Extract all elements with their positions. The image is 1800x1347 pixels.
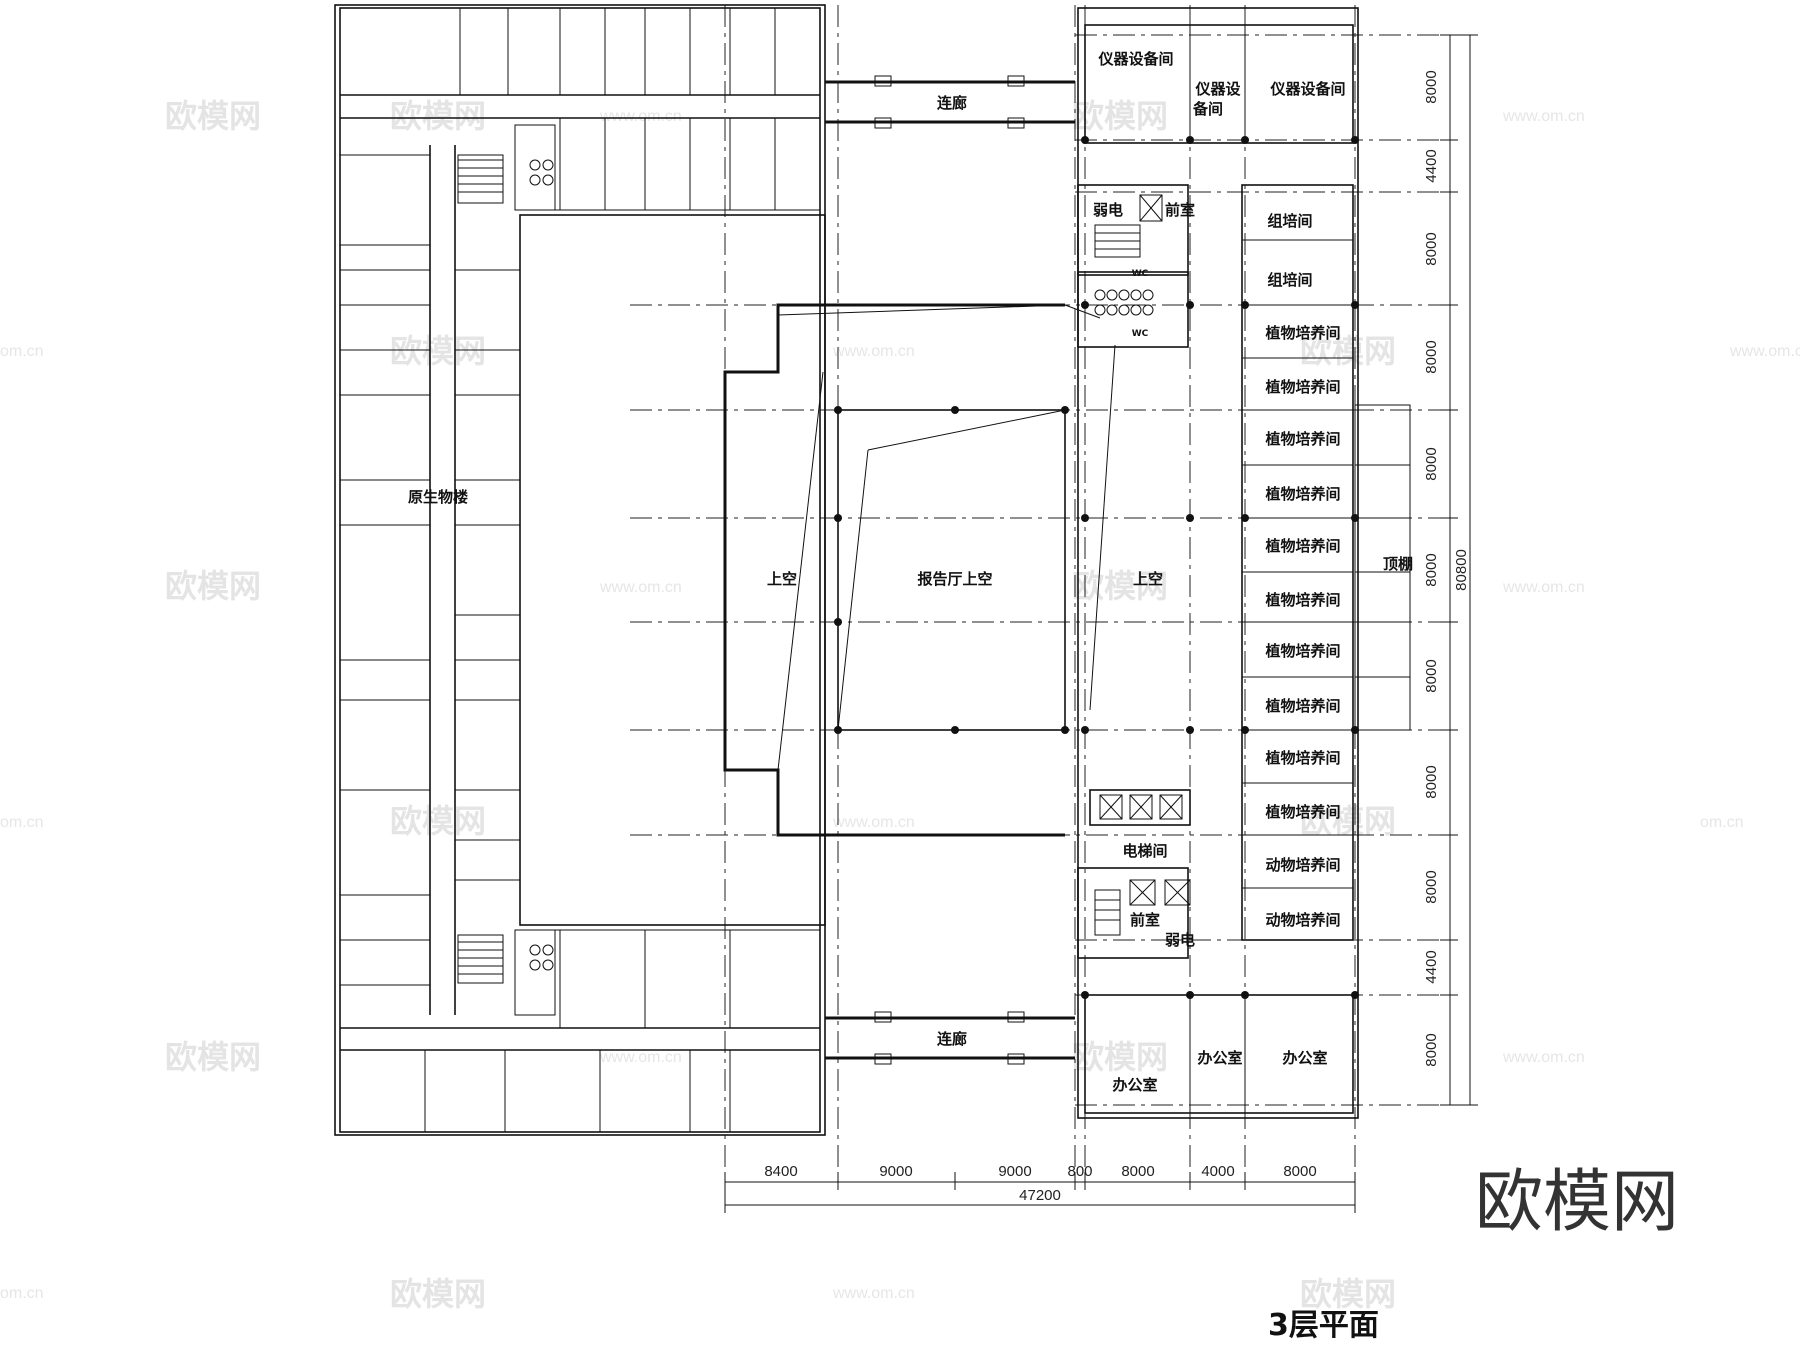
room-label-animal-culture-1: 动物培养间 (1265, 856, 1340, 874)
dim-right-7: 8000 (1423, 659, 1440, 692)
dim-bottom-7: 8000 (1283, 1163, 1316, 1180)
watermark-url: www.om.cn (1502, 579, 1585, 596)
dim-bottom-2: 9000 (879, 1163, 912, 1180)
watermark-brand: 欧模网 (165, 567, 261, 605)
dim-right-2: 4400 (1423, 149, 1440, 182)
watermark-brand: 欧模网 (1300, 332, 1396, 370)
watermark-url: www.om.cn (599, 579, 682, 596)
drawing-title: 3层平面 (1268, 1308, 1379, 1343)
watermark-url: om.cn (1700, 814, 1744, 831)
watermark-url: om.cn (0, 1285, 44, 1302)
dim-right-8: 8000 (1423, 765, 1440, 798)
watermark-url: www.om.cn (1502, 108, 1585, 125)
room-label-anteroom-south: 前室 (1130, 911, 1160, 929)
dim-right-3: 8000 (1423, 232, 1440, 265)
room-label-lecture-hall-void: 报告厅上空 (917, 570, 992, 588)
watermark-url: www.om.cn (832, 814, 915, 831)
dim-right-4: 8000 (1423, 340, 1440, 373)
watermark-brand: 欧模网 (1072, 567, 1168, 605)
watermark-url: om.cn (0, 814, 44, 831)
east-wing: 仪器设备间 仪器设 备间 仪器设备间 弱电 前室 WC WC 组培间 组培间 植… (1077, 7, 1413, 1119)
room-label-office-3: 办公室 (1282, 1049, 1327, 1067)
room-label-plant-culture-3: 植物培养间 (1265, 430, 1340, 448)
room-label-plant-culture-10: 植物培养间 (1265, 803, 1340, 821)
dim-bottom-total: 47200 (1019, 1187, 1061, 1204)
room-label-weak-current-north: 弱电 (1093, 201, 1123, 219)
room-label-plant-culture-4: 植物培养间 (1265, 485, 1340, 503)
watermark-brand: 欧模网 (1072, 1038, 1168, 1076)
watermark-brand: 欧模网 (390, 1275, 486, 1313)
dim-bottom-1: 8400 (764, 1163, 797, 1180)
dim-right-6: 8000 (1423, 553, 1440, 586)
room-label-tissue-culture-1: 组培间 (1267, 212, 1312, 230)
room-label-plant-culture-1: 植物培养间 (1265, 324, 1340, 342)
room-label-wc-1: WC (1132, 269, 1149, 279)
room-label-instrument-3: 仪器设备间 (1269, 80, 1345, 98)
room-label-south-corridor: 连廊 (937, 1030, 967, 1048)
room-label-plant-culture-5: 植物培养间 (1265, 537, 1340, 555)
room-label-plant-culture-8: 植物培养间 (1265, 697, 1340, 715)
watermark-brand: 欧模网 (1300, 802, 1396, 840)
room-label-office-1: 办公室 (1112, 1076, 1157, 1094)
dim-bottom-4: 800 (1067, 1163, 1092, 1180)
watermark-brand: 欧模网 (1072, 97, 1168, 135)
watermark-brand: 欧模网 (390, 332, 486, 370)
room-label-void-east: 上空 (1133, 570, 1163, 588)
room-label-plant-culture-2: 植物培养间 (1265, 378, 1340, 396)
room-label-office-2: 办公室 (1197, 1049, 1242, 1067)
west-wing: 原生物楼 (334, 4, 826, 1136)
watermark-url: www.om.cn (599, 1049, 682, 1066)
watermark-url: om.cn (0, 343, 44, 360)
room-label-instrument-2b: 备间 (1192, 100, 1223, 118)
north-corridor: 连廊 (825, 75, 1075, 129)
watermark-url: www.om.cn (1502, 1049, 1585, 1066)
room-label-wc-2: WC (1132, 329, 1149, 339)
watermark-brand: 欧模网 (390, 802, 486, 840)
room-label-weak-current-south: 弱电 (1165, 931, 1195, 949)
watermark-url: www.om.cn (599, 108, 682, 125)
dim-right-total: 80800 (1453, 549, 1470, 591)
room-label-void-west: 上空 (767, 570, 797, 588)
watermark-brand: 欧模网 (1300, 1275, 1396, 1313)
brand-logo: 欧模网 (1475, 1163, 1679, 1242)
room-label-tissue-culture-2: 组培间 (1267, 271, 1312, 289)
dim-bottom-5: 8000 (1121, 1163, 1154, 1180)
room-label-west-wing: 原生物楼 (408, 488, 468, 506)
central-void: 上空 报告厅上空 上空 (723, 303, 1163, 837)
south-corridor: 连廊 (825, 1011, 1075, 1065)
room-label-instrument-2: 仪器设 (1194, 80, 1240, 98)
room-label-anteroom-north: 前室 (1165, 201, 1195, 219)
dim-right-9: 8000 (1423, 870, 1440, 903)
dim-right-1: 8000 (1423, 70, 1440, 103)
dimension-right: 8000 4400 8000 8000 8000 8000 8000 8000 … (1423, 34, 1478, 1106)
room-label-plant-culture-6: 植物培养间 (1265, 591, 1340, 609)
watermark-url: www.om.cn (832, 343, 915, 360)
watermark-url: www.om.cn (832, 1285, 915, 1302)
watermark-brand: 欧模网 (390, 97, 486, 135)
dimension-bottom: 8400 9000 9000 800 8000 4000 8000 47200 (724, 1163, 1356, 1213)
dim-bottom-3: 9000 (998, 1163, 1031, 1180)
room-label-animal-culture-2: 动物培养间 (1265, 911, 1340, 929)
dim-right-5: 8000 (1423, 447, 1440, 480)
room-label-north-corridor: 连廊 (937, 94, 967, 112)
dim-right-11: 8000 (1423, 1033, 1440, 1066)
watermark-url: www.om.cn (1729, 343, 1800, 360)
room-label-elevator-hall: 电梯间 (1122, 842, 1167, 860)
room-label-canopy: 顶棚 (1383, 555, 1413, 573)
room-label-plant-culture-7: 植物培养间 (1265, 642, 1340, 660)
room-label-instrument-1: 仪器设备间 (1097, 50, 1173, 68)
watermark-layer: 欧模网 欧模网 欧模网 www.om.cn www.om.cn 欧模网 欧模网 … (0, 97, 1800, 1313)
dim-right-10: 4400 (1423, 950, 1440, 983)
room-label-plant-culture-9: 植物培养间 (1265, 749, 1340, 767)
axis-grid (630, 5, 1450, 1190)
watermark-brand: 欧模网 (165, 1038, 261, 1076)
watermark-brand: 欧模网 (165, 97, 261, 135)
dim-bottom-6: 4000 (1201, 1163, 1234, 1180)
